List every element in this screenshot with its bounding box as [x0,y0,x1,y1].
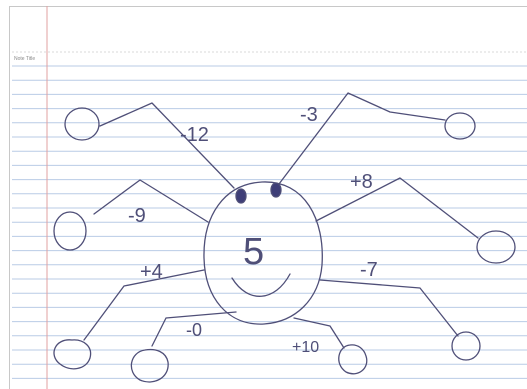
foot-middle-left [54,212,86,250]
leg-label-top-right: -3 [300,104,318,126]
leg-label-bottom-left: -0 [186,320,202,340]
spider-left-eye [236,189,246,203]
leg-label-lower-left: +4 [140,261,163,283]
foot-top-left [65,108,99,140]
ruled-lines [12,66,527,378]
foot-bottom-left [131,350,168,382]
leg-label-lower-right: -7 [360,259,378,281]
leg-middle-left [94,180,208,222]
note-title-label: Note Title [14,56,35,62]
leg-top-left [100,103,234,188]
leg-label-top-left: -12 [180,124,209,146]
leg-lower-right [320,280,458,336]
foot-top-right [445,113,475,139]
foot-middle-right [477,231,515,263]
spider-drawing[interactable]: 5 -12 -3 -9 +8 +4 -7 -0 +10 [54,93,515,382]
foot-bottom-right [339,345,367,374]
leg-label-bottom-right: +10 [292,339,319,356]
leg-label-middle-right: +8 [350,171,373,193]
spider-right-eye [271,183,281,197]
body-number: 5 [243,231,264,273]
leg-label-middle-left: -9 [128,205,146,227]
